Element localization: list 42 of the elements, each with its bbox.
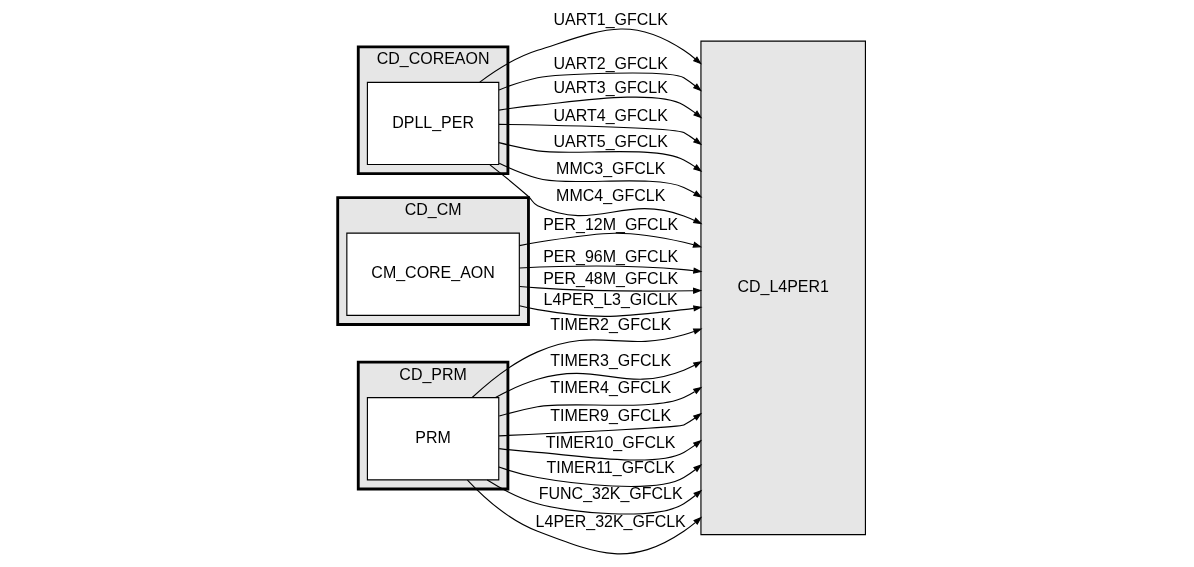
edge-label: UART5_GFCLK <box>553 132 668 150</box>
edge-label: FUNC_32K_GFCLK <box>538 485 683 503</box>
arrow <box>498 96 703 119</box>
arrow <box>498 439 703 461</box>
edge-label: MMC3_GFCLK <box>556 159 666 177</box>
edge-label: UART2_GFCLK <box>553 54 668 72</box>
edge-label: PER_96M_GFCLK <box>543 247 679 265</box>
edge-label: UART1_GFCLK <box>553 11 668 29</box>
edge-label: TIMER10_GFCLK <box>545 434 676 452</box>
arrow <box>519 265 703 274</box>
edge-label: PER_48M_GFCLK <box>543 269 679 287</box>
edge-label: L4PER_32K_GFCLK <box>535 512 686 530</box>
arrow <box>498 412 703 437</box>
arrow <box>518 305 703 317</box>
edge-label: UART3_GFCLK <box>553 78 668 96</box>
arrow <box>479 28 702 83</box>
arrow <box>489 164 703 225</box>
edge-label: MMC4_GFCLK <box>556 187 666 205</box>
edge-label: TIMER3_GFCLK <box>550 351 672 369</box>
arrow <box>498 464 703 488</box>
edge-label: TIMER11_GFCLK <box>546 459 675 477</box>
arrow <box>471 328 703 399</box>
arrow <box>498 142 703 172</box>
node-box: CD_L4PER1 <box>700 40 866 536</box>
node-box: DPLL_PER <box>366 81 500 166</box>
node-box: PRM <box>366 397 500 481</box>
edge-label: TIMER2_GFCLK <box>550 316 672 334</box>
arrow <box>486 479 703 515</box>
edge-label: TIMER9_GFCLK <box>550 406 672 424</box>
arrow <box>519 285 703 294</box>
edge-label: UART4_GFCLK <box>553 107 668 125</box>
arrow <box>498 162 703 198</box>
edge-label: PER_12M_GFCLK <box>543 215 679 233</box>
edge-label: TIMER4_GFCLK <box>550 379 672 397</box>
arrow <box>495 361 703 398</box>
edge-label: L4PER_L3_GICLK <box>543 291 678 309</box>
arrow <box>498 72 702 92</box>
arrow <box>498 386 703 417</box>
node-box: CM_CORE_AON <box>346 232 520 316</box>
arrow <box>498 123 703 146</box>
arrow <box>518 232 703 248</box>
arrow <box>466 479 703 555</box>
